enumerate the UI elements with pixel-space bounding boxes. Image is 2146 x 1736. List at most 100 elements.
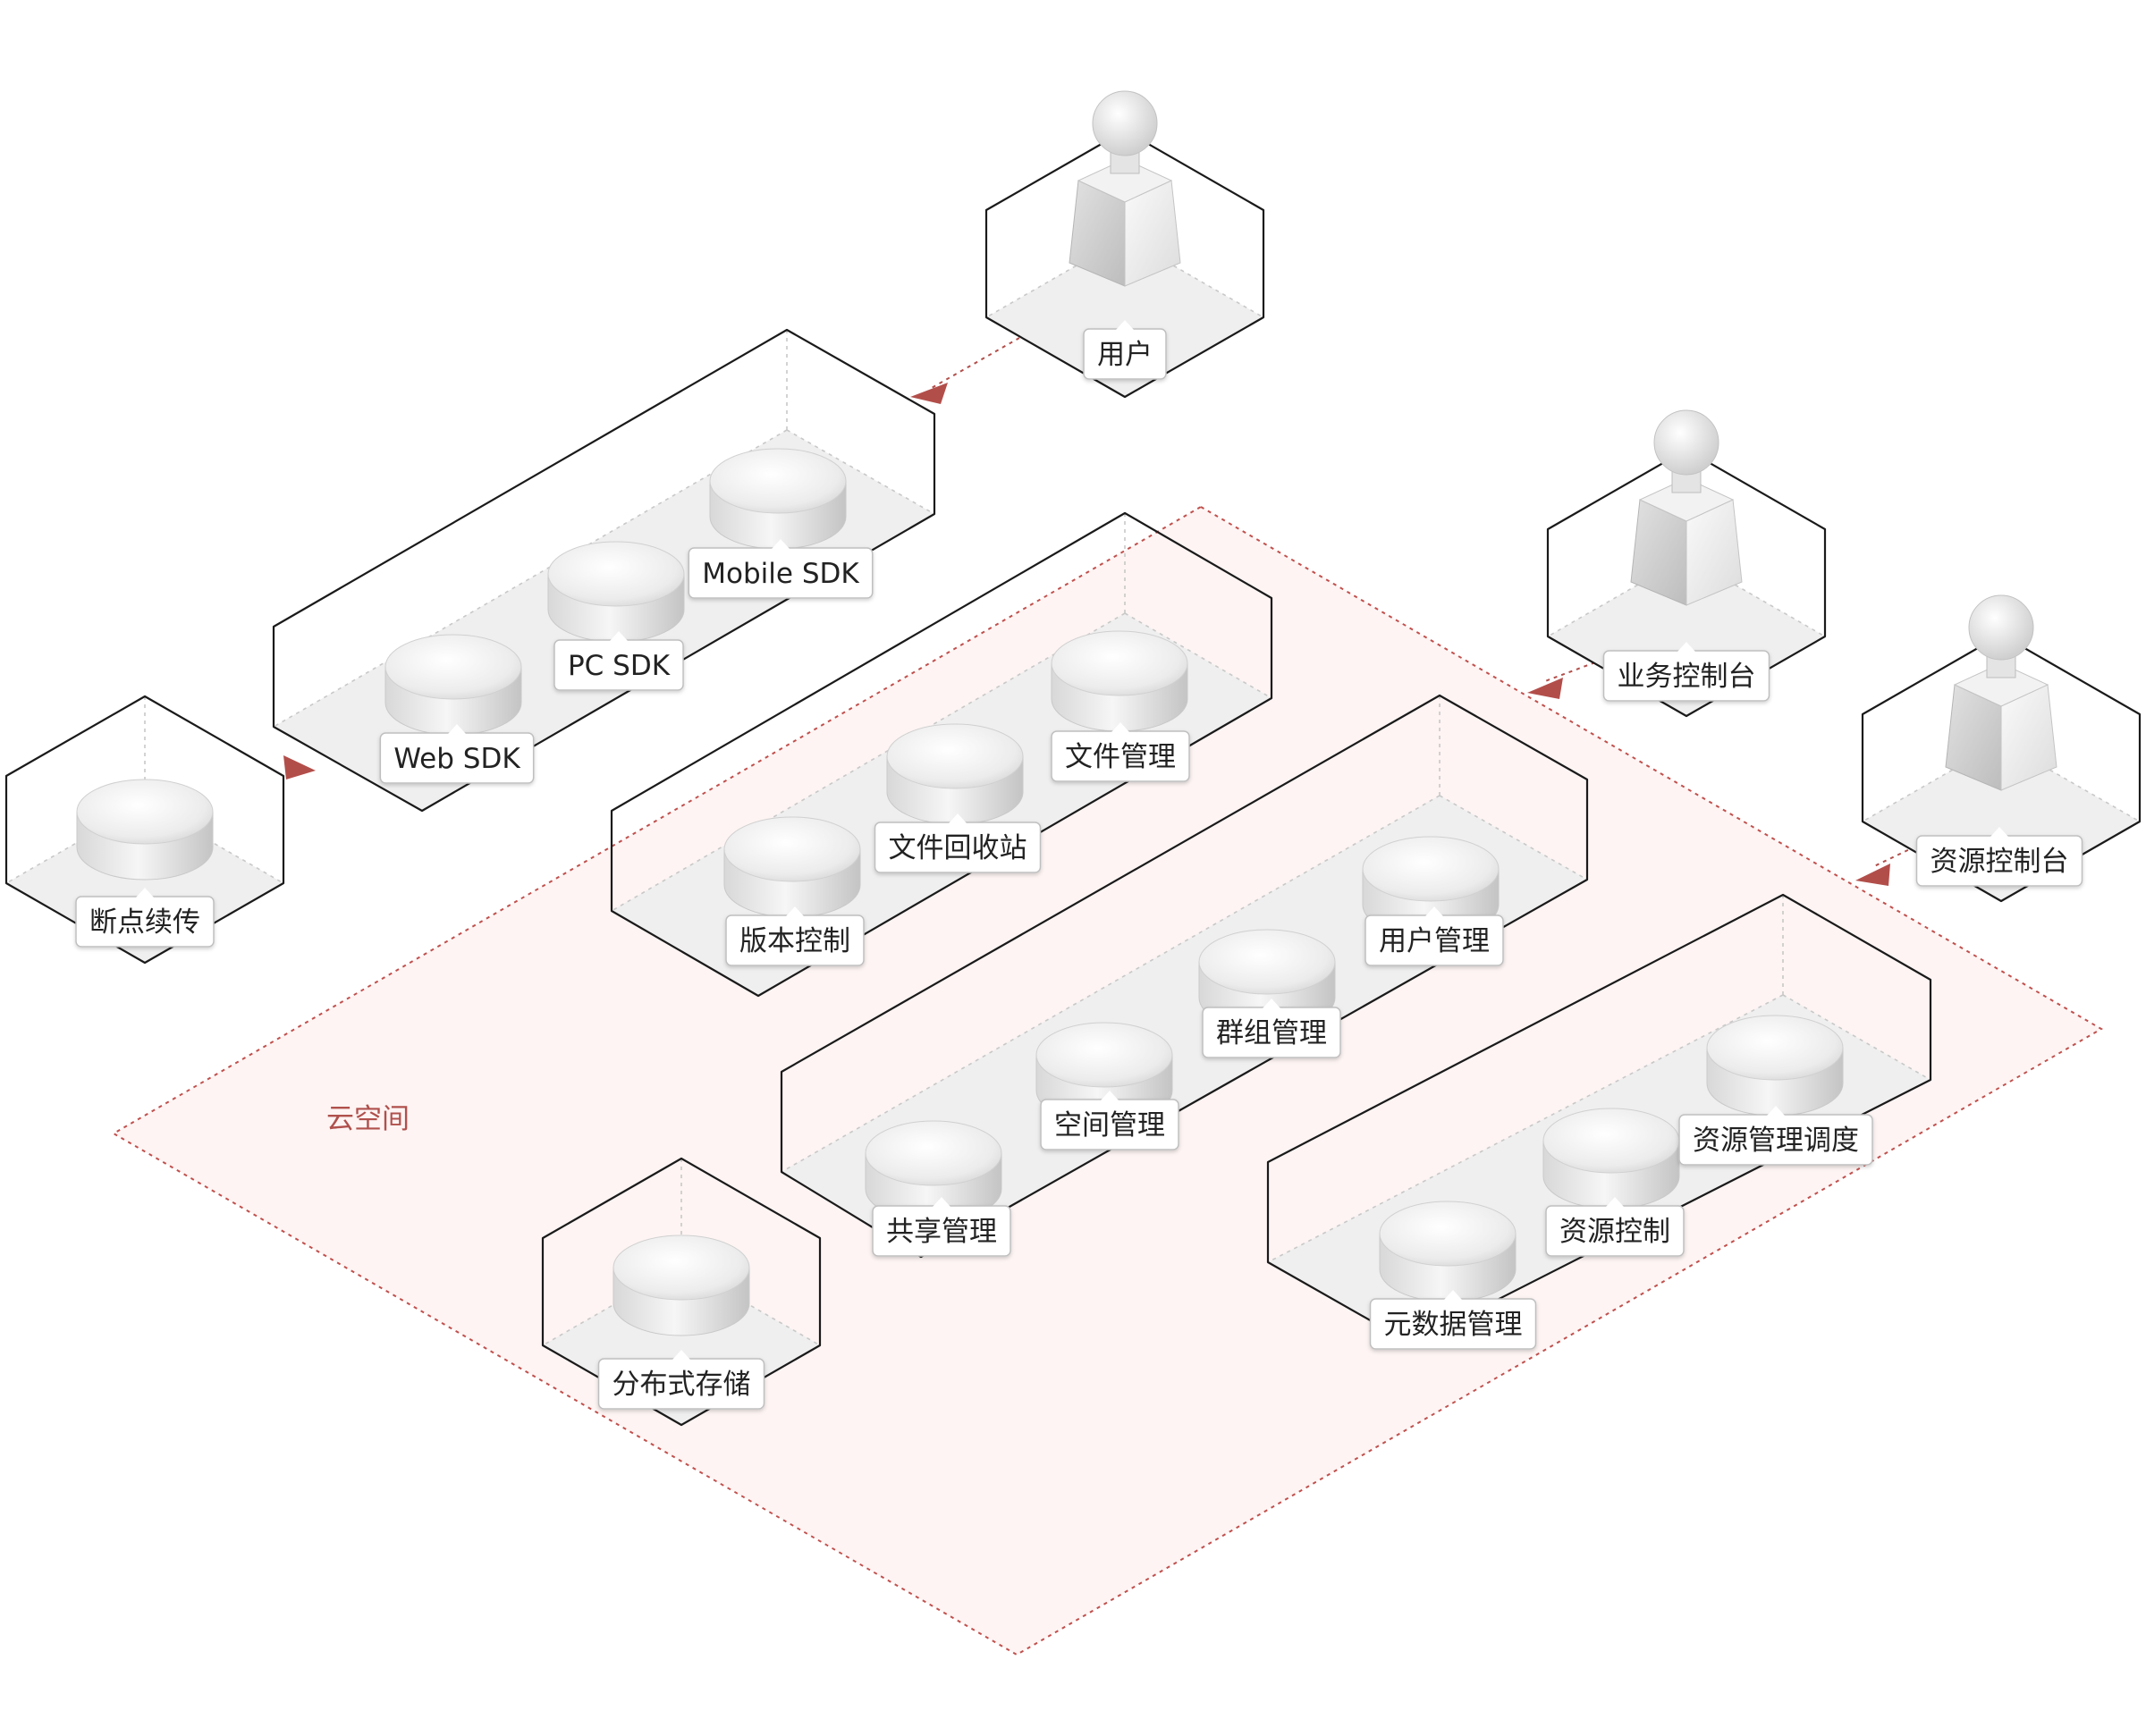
label-pointer (1606, 1197, 1624, 1207)
label-text: 共享管理 (886, 1216, 997, 1248)
person-icon-head (1968, 594, 2034, 661)
label-pointer (1116, 320, 1134, 330)
label-text: 版本控制 (739, 925, 850, 957)
disk-icon-top (723, 816, 861, 882)
disk-icon-top (709, 448, 847, 514)
label-text: 断点续传 (89, 906, 200, 939)
label-pointer (610, 631, 628, 641)
component-resource-1: 资源控制 (1545, 1197, 1685, 1257)
arrowhead-res-console (1855, 864, 1890, 886)
disk-icon-top (865, 1120, 1002, 1186)
label-pointer (772, 539, 790, 549)
disk-icon-top (1198, 929, 1336, 995)
group-sdk: Mobile SDK PC SDK Web SDK (272, 328, 936, 813)
standalone-storage: 分布式存储 (541, 1157, 822, 1427)
label-pointer (672, 1350, 690, 1360)
standalone-label: 分布式存储 (597, 1350, 765, 1410)
label-text: 文件管理 (1065, 741, 1176, 773)
arrowhead-biz-console (1527, 678, 1563, 699)
label-text: 文件回收站 (889, 832, 1027, 864)
disk-icon-top (1706, 1015, 1844, 1081)
label-pointer (1990, 827, 2008, 837)
label-pointer (448, 724, 466, 734)
box-outline (1861, 633, 2142, 903)
label-text: 群组管理 (1216, 1017, 1327, 1049)
box-outline (541, 1157, 822, 1427)
actor-user: 用户 (984, 90, 1265, 399)
label-pointer (1111, 722, 1129, 732)
person-icon-shoulders (1077, 158, 1173, 203)
label-pointer (136, 888, 154, 897)
component-resource-2: 资源管理调度 (1678, 1106, 1873, 1166)
label-pointer (1767, 1106, 1785, 1116)
disk-icon-top (1362, 836, 1500, 902)
label-pointer (1101, 1091, 1119, 1100)
person-icon-head (1092, 90, 1158, 156)
disk-icon-top (76, 779, 214, 845)
label-pointer (1425, 906, 1443, 916)
component-user-space-0: 共享管理 (872, 1197, 1011, 1257)
label-text: Mobile SDK (702, 558, 859, 590)
actor-label: 用户 (1083, 320, 1167, 380)
component-pc-sdk: PC SDK (553, 631, 684, 691)
label-text: 资源控制台 (1931, 846, 2069, 878)
box-outline (984, 129, 1265, 399)
actor-biz-console: 业务控制台 (1546, 409, 1827, 718)
label-text: 用户 (1097, 339, 1153, 371)
person-icon-shoulders (1638, 477, 1735, 522)
actor-label: 业务控制台 (1602, 642, 1770, 702)
disk-icon-top (1542, 1108, 1680, 1174)
component-user-space-1: 空间管理 (1040, 1091, 1179, 1150)
box-outline (1546, 448, 1827, 718)
connectors (283, 337, 1916, 886)
disk-icon-top (1379, 1201, 1517, 1267)
box-outline (272, 328, 936, 813)
connector-user-to-sdk (929, 337, 1020, 390)
box-hidden-edge (1267, 994, 1784, 1263)
disk-icon-top (547, 541, 685, 607)
actor-res-console: 资源控制台 (1861, 594, 2142, 903)
label-text: 资源控制 (1559, 1216, 1670, 1248)
standalone-resume: 断点续传 (4, 695, 285, 965)
label-pointer (933, 1197, 950, 1207)
component-resource-0: 元数据管理 (1369, 1290, 1537, 1350)
label-text: Web SDK (393, 743, 520, 775)
person-icon-head (1653, 409, 1719, 476)
standalone-label: 断点续传 (75, 888, 215, 948)
label-text: PC SDK (568, 650, 671, 682)
component-mobile-sdk: Mobile SDK (688, 539, 874, 599)
component-user-space-3: 用户管理 (1364, 906, 1504, 966)
disk-icon-top (1051, 630, 1188, 696)
box-hidden-edge (611, 612, 1126, 912)
arrowhead-resume-to-sdk (283, 755, 316, 780)
arrowhead-user-to-sdk (910, 383, 948, 404)
component-file-0: 版本控制 (725, 906, 865, 966)
box-outline (780, 694, 1589, 1259)
box-hidden-edge (273, 429, 788, 728)
person-icon-shoulders (1953, 662, 2049, 707)
actor-label: 资源控制台 (1915, 827, 2083, 887)
label-text: 元数据管理 (1384, 1309, 1523, 1341)
disk-icon-top (886, 723, 1024, 789)
label-pointer (1263, 999, 1280, 1008)
component-file-2: 文件管理 (1051, 722, 1190, 782)
component-file-1: 文件回收站 (874, 813, 1042, 873)
component-user-space-2: 群组管理 (1202, 999, 1341, 1058)
label-pointer (786, 906, 804, 916)
label-pointer (949, 813, 967, 823)
label-text: 用户管理 (1379, 925, 1490, 957)
label-text: 分布式存储 (613, 1369, 751, 1401)
connector-res-console (1871, 846, 1916, 868)
box-outline (4, 695, 285, 965)
label-pointer (1444, 1290, 1462, 1300)
box-hidden-edge (781, 795, 1441, 1173)
disk-icon-top (1035, 1022, 1173, 1088)
component-web-sdk: Web SDK (379, 724, 535, 784)
label-text: 资源管理调度 (1693, 1125, 1859, 1157)
cloud-space-label: 云空间 (326, 1103, 410, 1135)
